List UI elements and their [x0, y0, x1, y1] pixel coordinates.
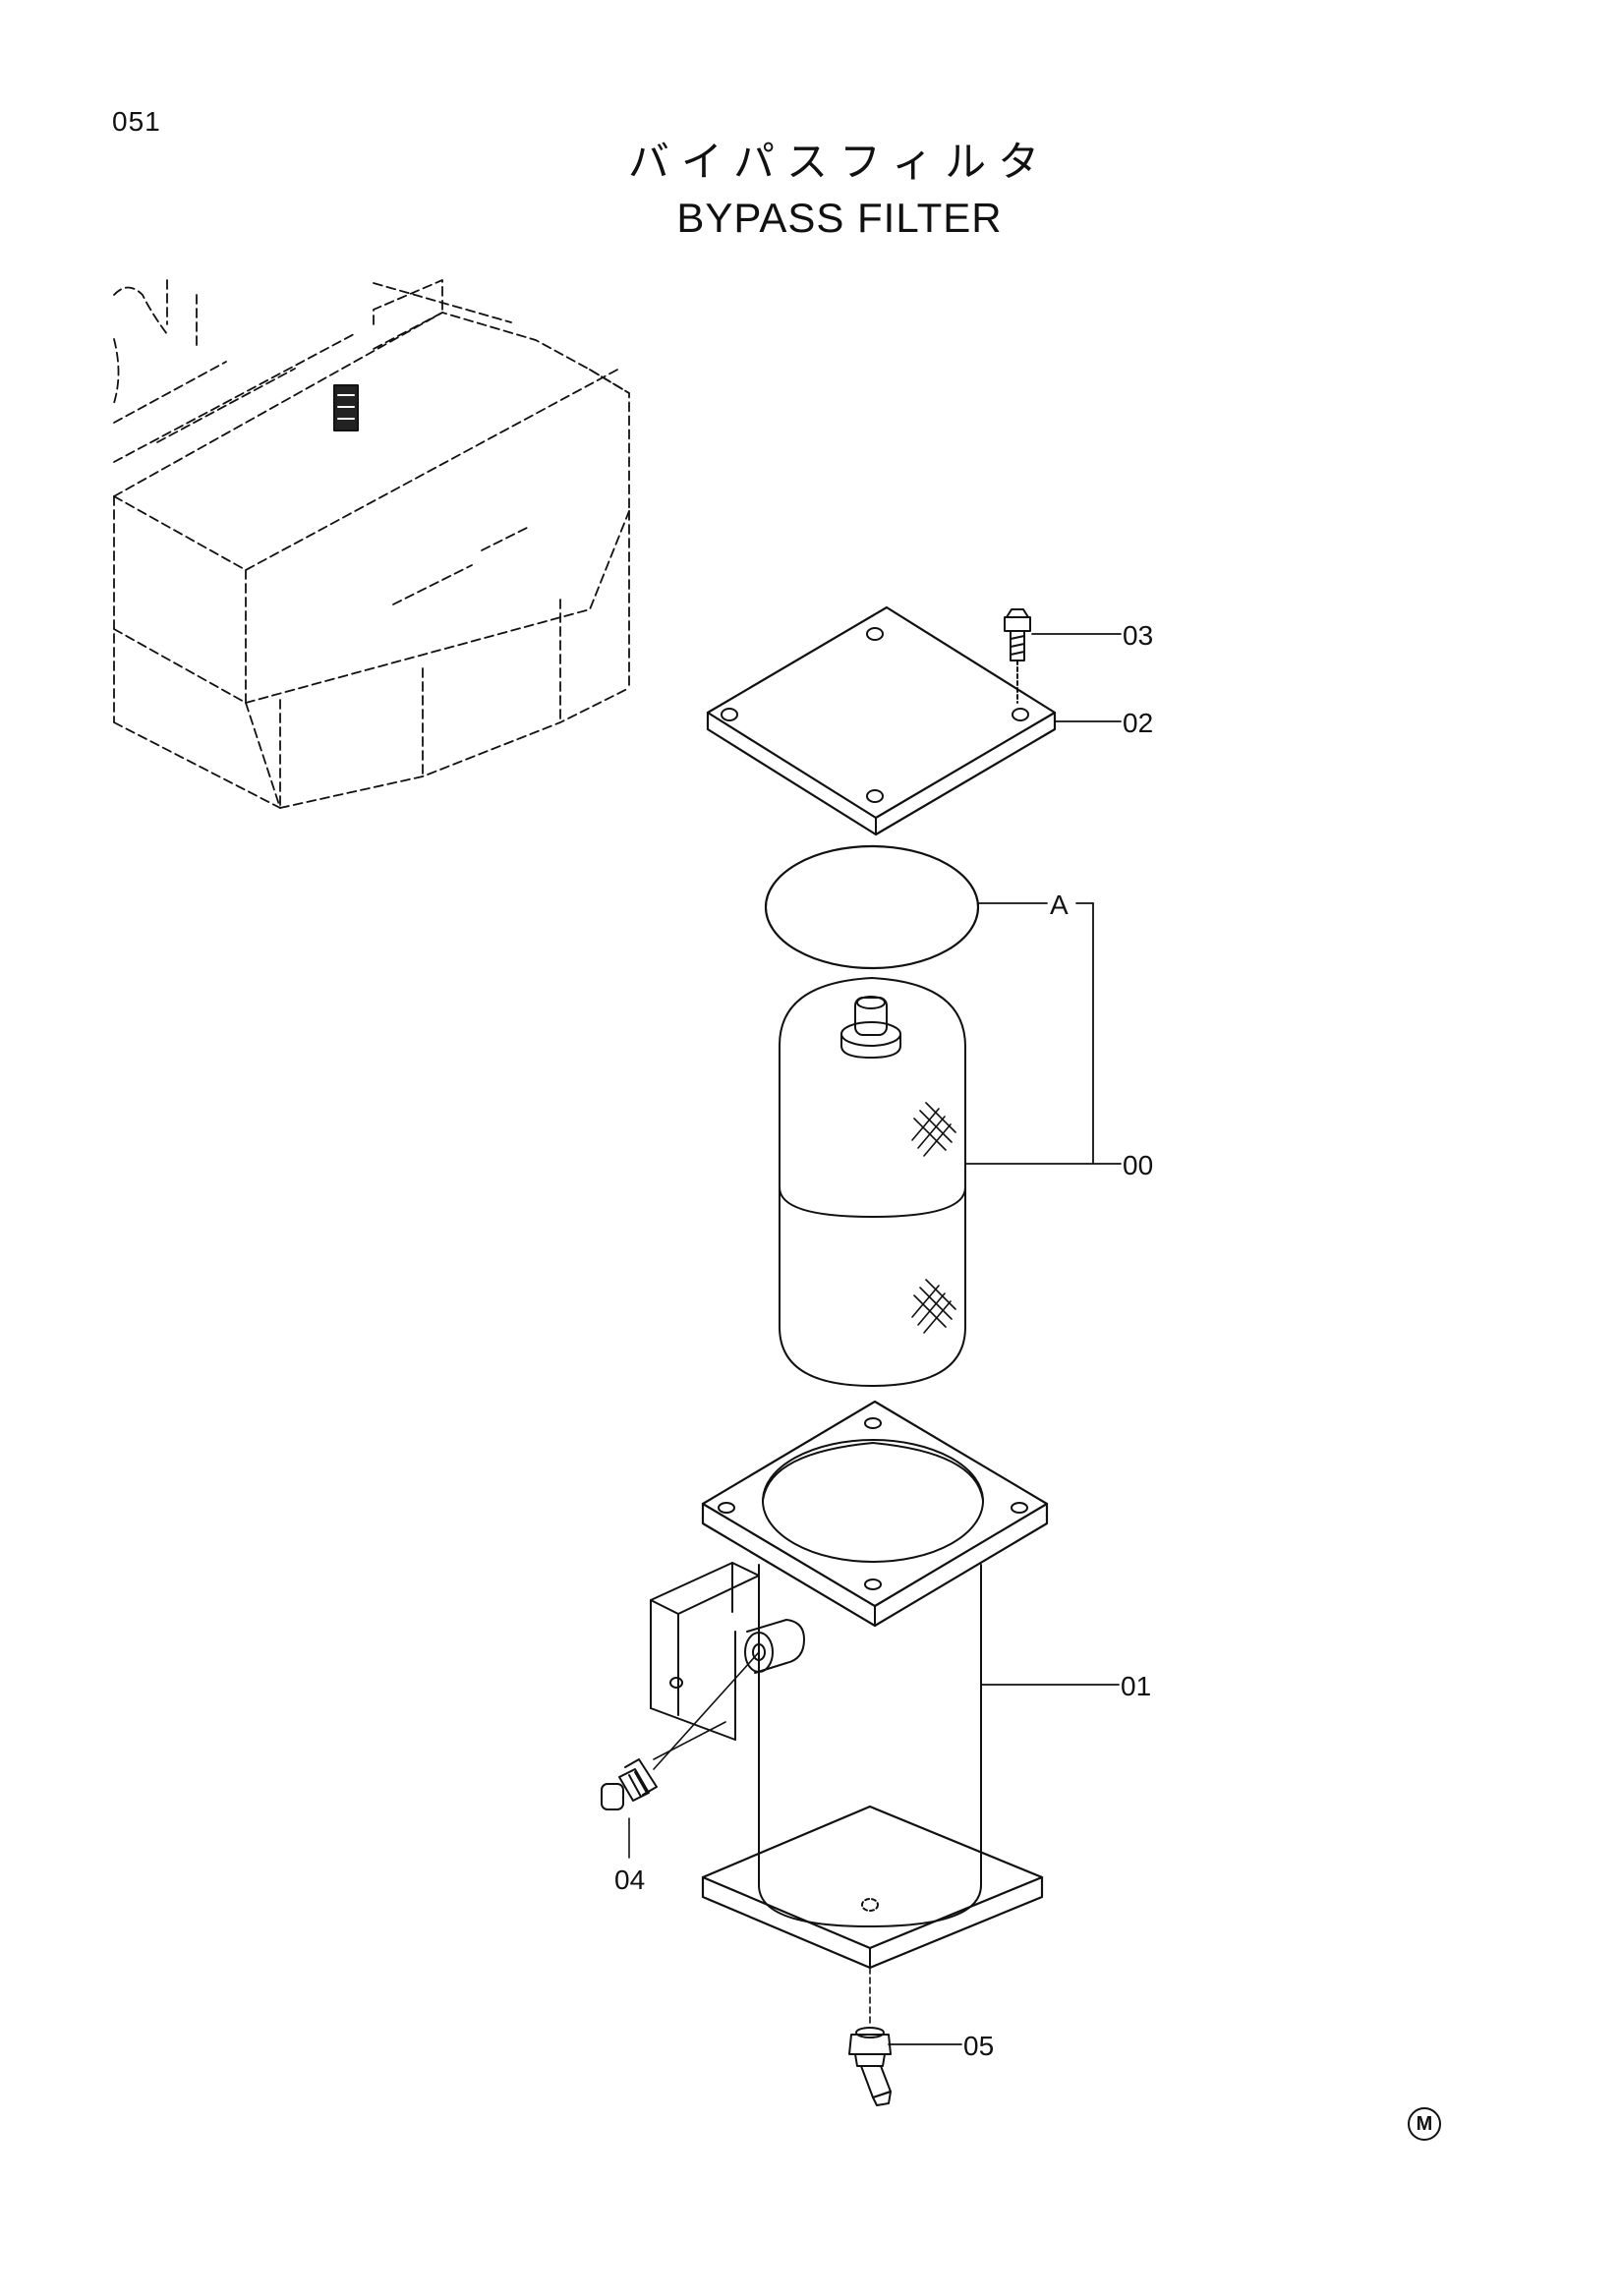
title-block: バイパスフィルタ BYPASS FILTER — [0, 134, 1620, 246]
machine-context — [113, 279, 630, 809]
bolt — [1004, 608, 1031, 704]
leader-lines — [888, 633, 1122, 2045]
filter-location-marker — [333, 384, 359, 431]
title-english: BYPASS FILTER — [676, 195, 1003, 241]
filter-element — [778, 977, 966, 1387]
corner-mark: M — [1408, 2107, 1441, 2141]
fitting — [601, 1651, 760, 1859]
o-ring — [764, 844, 980, 970]
drain-fitting — [848, 1967, 892, 2106]
callout-00: 00 — [1123, 1150, 1153, 1180]
title-japanese: バイパスフィルタ — [627, 138, 1052, 186]
cover-plate — [706, 605, 1057, 836]
callout-a: A — [1050, 890, 1069, 920]
filter-case — [650, 1400, 1049, 1970]
callout-04: 04 — [614, 1865, 645, 1895]
callout-01: 01 — [1121, 1671, 1151, 1701]
callout-02: 02 — [1123, 708, 1153, 738]
callout-03: 03 — [1123, 620, 1153, 651]
page-number: 051 — [112, 106, 161, 137]
callout-05: 05 — [963, 2031, 994, 2061]
